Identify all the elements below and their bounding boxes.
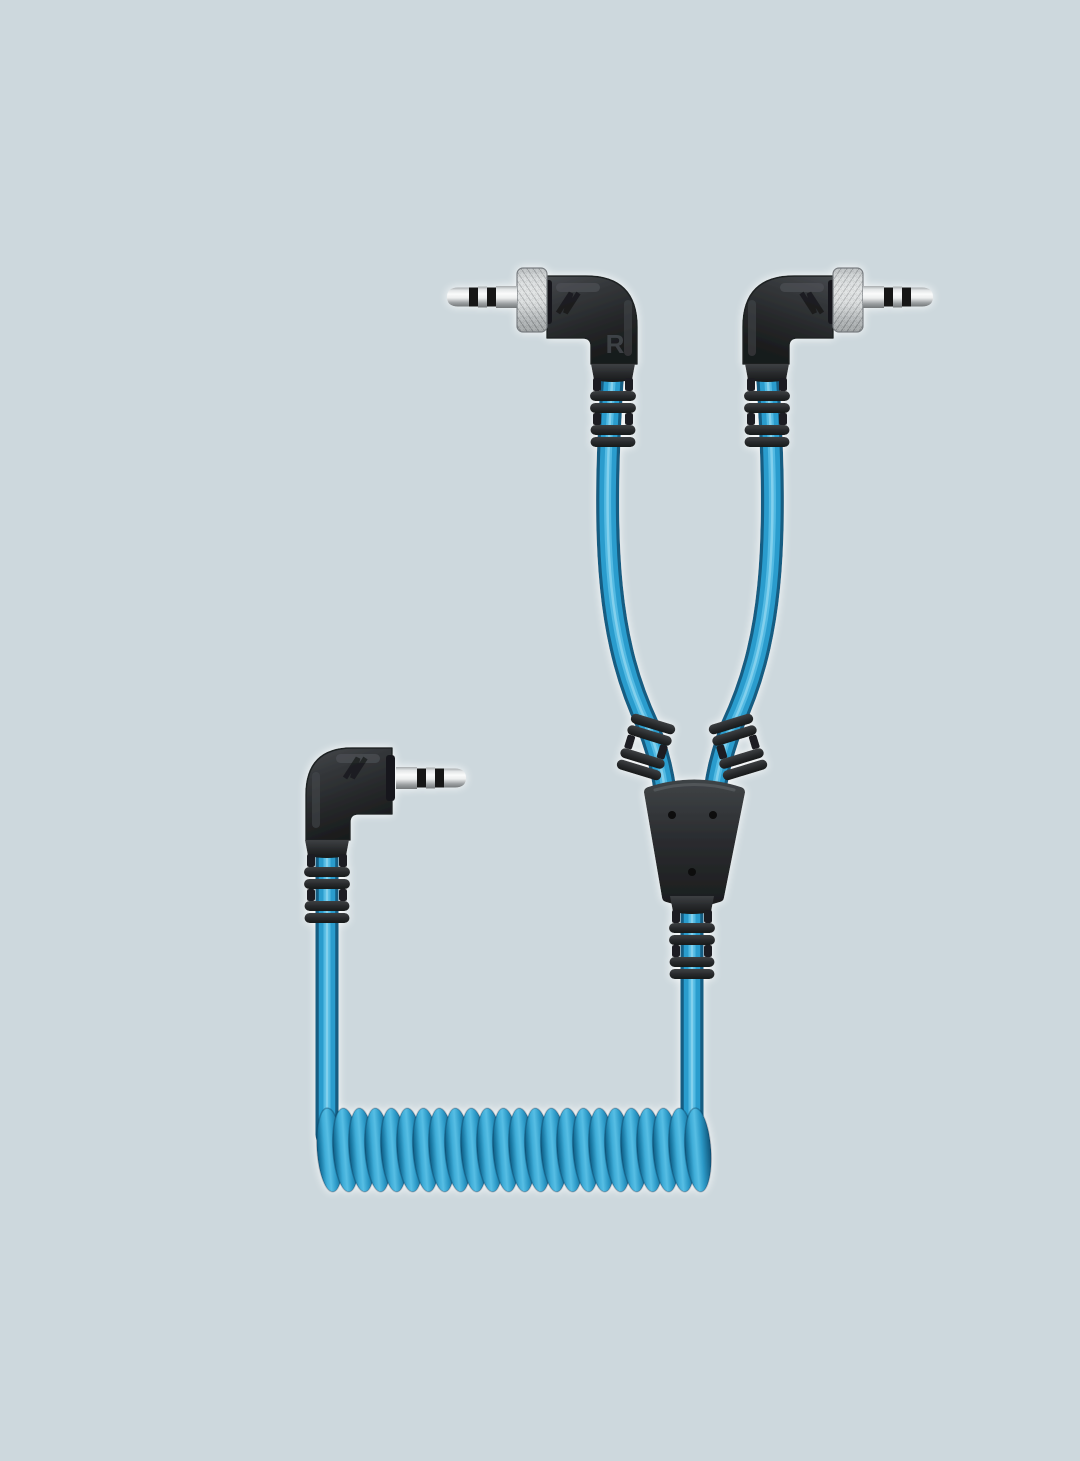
mold-dot <box>668 811 676 819</box>
plug-collar <box>386 755 395 801</box>
mold-dot <box>688 868 696 876</box>
mid-left-connector <box>304 747 466 923</box>
cable-assembly: R <box>304 268 933 1193</box>
mold-dot <box>709 811 717 819</box>
y-output-strain-relief <box>669 896 715 979</box>
top-left-connector: R <box>447 268 637 447</box>
y-junction-body <box>644 779 745 907</box>
coil-loop <box>683 1107 713 1193</box>
channel-label-r: R <box>606 329 625 359</box>
body-highlight <box>312 772 320 828</box>
coiled-cable-section <box>315 1107 713 1193</box>
y-splitter-junction <box>615 712 769 979</box>
y-body-highlight <box>653 783 736 792</box>
mini-jack-plug <box>396 767 466 789</box>
strain-relief <box>304 840 350 923</box>
